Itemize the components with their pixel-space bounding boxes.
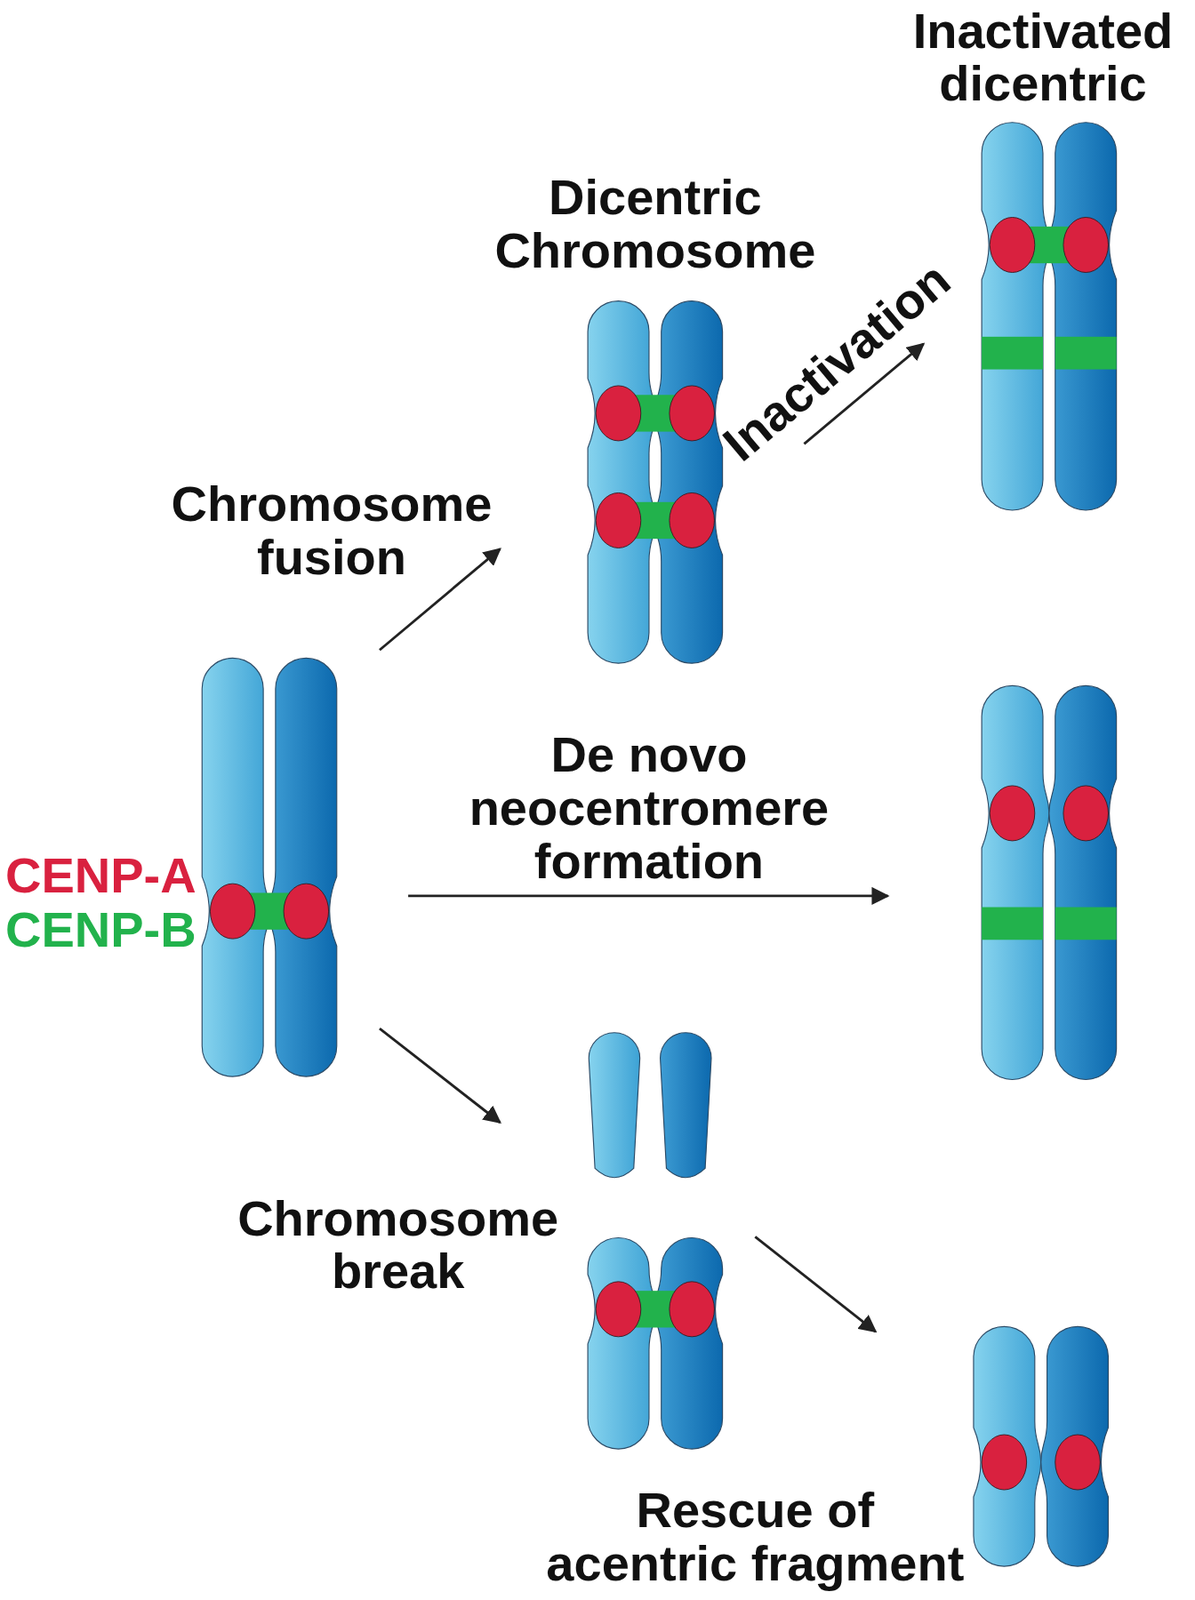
- label-text: Chromosome fusion: [171, 475, 493, 586]
- cenp-b-band: [981, 336, 1043, 370]
- chromatid: [655, 1237, 723, 1450]
- chromatid: [587, 1237, 656, 1450]
- acentric-fragment: [660, 1033, 712, 1179]
- chromatid: [1049, 685, 1117, 1080]
- process-label-rotated: Inactivation: [704, 244, 971, 480]
- label-text: Dicentric Chromosome: [494, 168, 816, 279]
- process-label: De novo neocentromere formation: [457, 728, 841, 889]
- cenp-a-oval: [283, 883, 329, 939]
- cenp-a-oval: [1063, 217, 1109, 273]
- process-arrow: [408, 894, 888, 898]
- cenp-a-oval: [989, 217, 1035, 273]
- label-text: Chromosome break: [237, 1190, 559, 1300]
- process-label: Rescue of acentric fragment: [536, 1483, 974, 1591]
- process-arrow: [754, 1236, 875, 1332]
- label-text: Rescue of acentric fragment: [545, 1482, 964, 1592]
- legend-text: CENP-B: [5, 901, 197, 958]
- chromatid: [269, 657, 337, 1077]
- cenp-a-oval: [595, 385, 642, 442]
- chromatid: [973, 1326, 1042, 1567]
- chromatid: [1041, 1326, 1109, 1567]
- cenp-a-oval: [669, 1282, 715, 1338]
- cenp-a-oval: [669, 492, 715, 548]
- legend-entry: CENP-B: [5, 903, 197, 957]
- chromatid: [655, 301, 723, 665]
- chromatid: [587, 301, 656, 665]
- chromatid: [201, 657, 270, 1077]
- cenp-b-band: [1055, 907, 1117, 941]
- cenp-a-oval: [209, 883, 256, 939]
- acentric-fragment: [588, 1033, 640, 1179]
- label-text: Inactivation: [712, 251, 961, 473]
- cenp-b-band: [981, 907, 1043, 941]
- process-label: Dicentric Chromosome: [481, 170, 829, 278]
- cenp-b-band: [1055, 336, 1117, 370]
- cenp-a-oval: [1063, 785, 1109, 842]
- process-label: Chromosome fusion: [158, 477, 506, 585]
- legend-text: CENP-A: [5, 847, 197, 904]
- cenp-a-oval: [669, 385, 715, 442]
- label-text: Inactivated dicentric: [913, 2, 1174, 113]
- cenp-a-oval: [989, 785, 1035, 842]
- process-arrow: [379, 1028, 500, 1123]
- cenp-a-oval: [1055, 1435, 1101, 1491]
- cenp-a-oval: [595, 492, 642, 548]
- legend-entry: CENP-A: [5, 849, 197, 903]
- process-label: Chromosome break: [224, 1192, 572, 1300]
- label-text: De novo neocentromere formation: [469, 726, 830, 890]
- chromatid: [981, 122, 1050, 511]
- process-label: Inactivated dicentric: [900, 4, 1186, 112]
- cenp-a-oval: [595, 1282, 642, 1338]
- chromatid: [1049, 122, 1117, 511]
- cenp-a-oval: [981, 1435, 1027, 1491]
- chromatid: [981, 685, 1050, 1080]
- chromosome-group: [201, 122, 1116, 1567]
